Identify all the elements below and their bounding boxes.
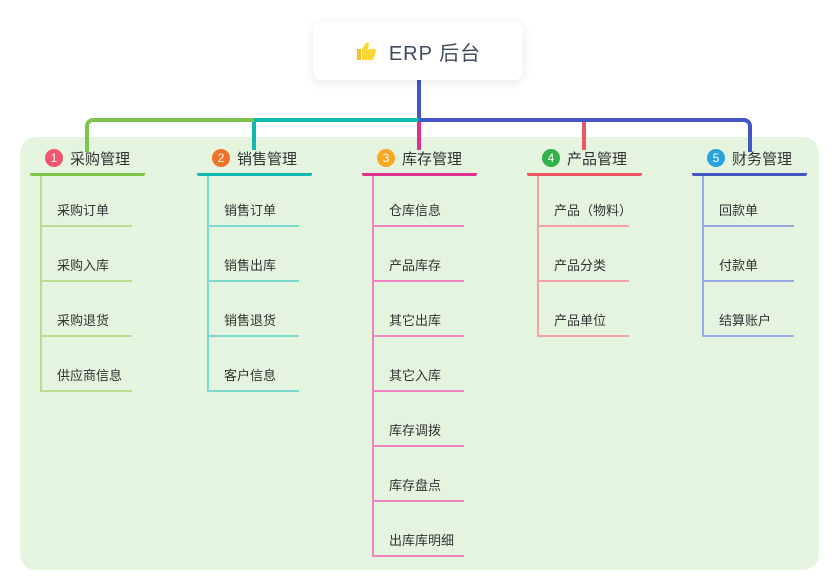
branch-children-list: 回款单付款单结算账户 <box>702 176 794 337</box>
child-node[interactable]: 销售订单 <box>209 176 299 227</box>
thumbs-up-icon <box>356 42 376 60</box>
branch-label: 库存管理 <box>401 150 462 168</box>
branch-number-badge: 1 <box>44 149 63 167</box>
child-node[interactable]: 库存盘点 <box>374 447 464 502</box>
root-title: ERP 后台 <box>388 42 482 65</box>
connector-drop-sales <box>252 122 256 150</box>
branch-label: 采购管理 <box>69 150 130 168</box>
branch-heading[interactable]: 1 采购管理 <box>30 148 145 176</box>
child-node[interactable]: 付款单 <box>704 227 794 282</box>
branch-sales: 2 销售管理 销售订单销售出库销售退货客户信息 <box>197 148 312 392</box>
child-node[interactable]: 采购订单 <box>42 176 132 227</box>
branch-label: 财务管理 <box>731 150 792 168</box>
branch-children-list: 产品（物料）产品分类产品单位 <box>537 176 632 337</box>
child-node[interactable]: 回款单 <box>704 176 794 227</box>
branch-procurement: 1 采购管理 采购订单采购入库采购退货供应商信息 <box>30 148 145 392</box>
branch-children-list: 销售订单销售出库销售退货客户信息 <box>207 176 299 392</box>
branch-heading[interactable]: 3 库存管理 <box>362 148 477 176</box>
connector-root-line <box>417 80 421 120</box>
child-node[interactable]: 产品（物料） <box>539 176 632 227</box>
branch-number-badge: 4 <box>541 149 560 167</box>
root-node[interactable]: ERP 后台 <box>313 22 523 80</box>
child-node[interactable]: 出库库明细 <box>374 502 464 557</box>
child-node[interactable]: 仓库信息 <box>374 176 464 227</box>
connector-drop-product <box>582 122 586 150</box>
connector-drop-inventory <box>417 122 421 150</box>
branch-children-list: 采购订单采购入库采购退货供应商信息 <box>40 176 132 392</box>
branch-number-badge: 2 <box>211 149 230 167</box>
child-node[interactable]: 库存调拨 <box>374 392 464 447</box>
branch-finance: 5 财务管理 回款单付款单结算账户 <box>692 148 807 337</box>
branch-children-list: 仓库信息产品库存其它出库其它入库库存调拨库存盘点出库库明细 <box>372 176 464 557</box>
child-node[interactable]: 产品单位 <box>539 282 629 337</box>
branch-number-badge: 5 <box>706 149 725 167</box>
connector-bus-left-green <box>85 118 256 152</box>
child-node[interactable]: 销售出库 <box>209 227 299 282</box>
branch-heading[interactable]: 4 产品管理 <box>527 148 642 176</box>
child-node[interactable]: 供应商信息 <box>42 337 132 392</box>
branch-label: 产品管理 <box>566 150 627 168</box>
child-node[interactable]: 其它入库 <box>374 337 464 392</box>
branch-heading[interactable]: 5 财务管理 <box>692 148 807 176</box>
branches-background-panel <box>20 137 819 570</box>
connector-bus-teal <box>254 118 420 122</box>
branch-inventory: 3 库存管理 仓库信息产品库存其它出库其它入库库存调拨库存盘点出库库明细 <box>362 148 477 557</box>
child-node[interactable]: 产品分类 <box>539 227 629 282</box>
child-node[interactable]: 客户信息 <box>209 337 299 392</box>
connector-bus-right-blue <box>419 118 752 152</box>
child-node[interactable]: 采购退货 <box>42 282 132 337</box>
branch-label: 销售管理 <box>236 150 297 168</box>
child-node[interactable]: 产品库存 <box>374 227 464 282</box>
child-node[interactable]: 采购入库 <box>42 227 132 282</box>
branch-number-badge: 3 <box>376 149 395 167</box>
child-node[interactable]: 结算账户 <box>704 282 794 337</box>
branch-heading[interactable]: 2 销售管理 <box>197 148 312 176</box>
child-node[interactable]: 销售退货 <box>209 282 299 337</box>
branch-product: 4 产品管理 产品（物料）产品分类产品单位 <box>527 148 642 337</box>
child-node[interactable]: 其它出库 <box>374 282 464 337</box>
